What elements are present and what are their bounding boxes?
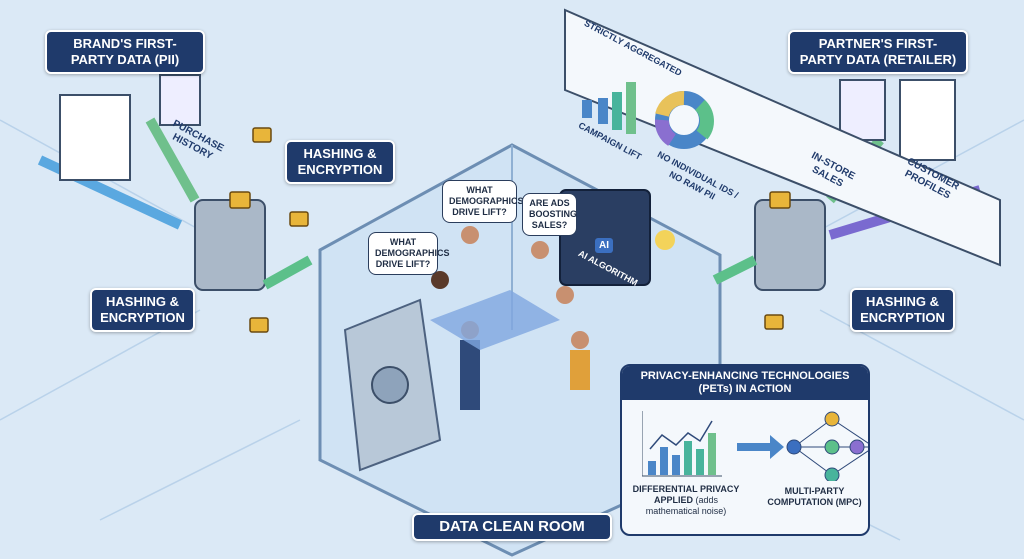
- brand-data-label: BRAND'S FIRST-PARTY DATA (PII): [45, 30, 205, 74]
- user-node-icon: [849, 439, 865, 455]
- dashboard-panel: [564, 8, 1001, 267]
- partner-data-label: PARTNER'S FIRST-PARTY DATA (RETAILER): [788, 30, 968, 74]
- ai-panel: [559, 189, 675, 286]
- pets-title: PRIVACY-ENHANCING TECHNOLOGIES (PETs) IN…: [622, 366, 868, 400]
- noise-bar-chart: [642, 411, 722, 477]
- bar: [598, 98, 608, 124]
- hashing-label-right: HASHING & ENCRYPTION: [850, 288, 955, 332]
- user-node-icon: [824, 467, 840, 481]
- mpc-label: MULTI-PARTY COMPUTATION (MPC): [767, 486, 862, 507]
- pets-illustration: [642, 411, 868, 481]
- holographic-table: [430, 290, 560, 350]
- data-clean-room-label: DATA CLEAN ROOM: [412, 513, 612, 541]
- arrow-right-icon: [737, 435, 784, 459]
- left-lock-device: [194, 199, 266, 291]
- dp-note: (adds mathematical noise): [645, 495, 727, 516]
- mpc-network: [786, 411, 868, 481]
- speech-bubble: WHAT DEMOGRAPHICS DRIVE LIFT?: [368, 232, 450, 275]
- bar: [626, 82, 636, 134]
- padlocks: [229, 127, 791, 333]
- bar: [582, 100, 592, 118]
- right-lock-device: [754, 199, 826, 291]
- bar: [612, 92, 622, 130]
- user-node-icon: [824, 411, 840, 427]
- pets-panel: PRIVACY-ENHANCING TECHNOLOGIES (PETs) IN…: [620, 364, 870, 536]
- hashing-label-top-left: HASHING & ENCRYPTION: [285, 140, 395, 184]
- hashing-label-bottom-left: HASHING & ENCRYPTION: [90, 288, 195, 332]
- speech-bubble: WHAT DEMOGRAPHICS DRIVE LIFT?: [442, 180, 524, 223]
- ai-badge: AI: [595, 238, 613, 253]
- donut-chart: [654, 91, 714, 149]
- safe-vault: [343, 298, 442, 472]
- speech-bubble: ARE ADS BOOSTING SALES?: [522, 193, 577, 236]
- user-node-icon: [786, 439, 802, 455]
- user-node-icon: [824, 439, 840, 455]
- differential-privacy-label: DIFFERENTIAL PRIVACY APPLIED (adds mathe…: [626, 484, 746, 517]
- dp-title: DIFFERENTIAL PRIVACY APPLIED: [632, 484, 740, 505]
- campaign-lift-bars: [582, 82, 636, 134]
- documents: [59, 74, 956, 181]
